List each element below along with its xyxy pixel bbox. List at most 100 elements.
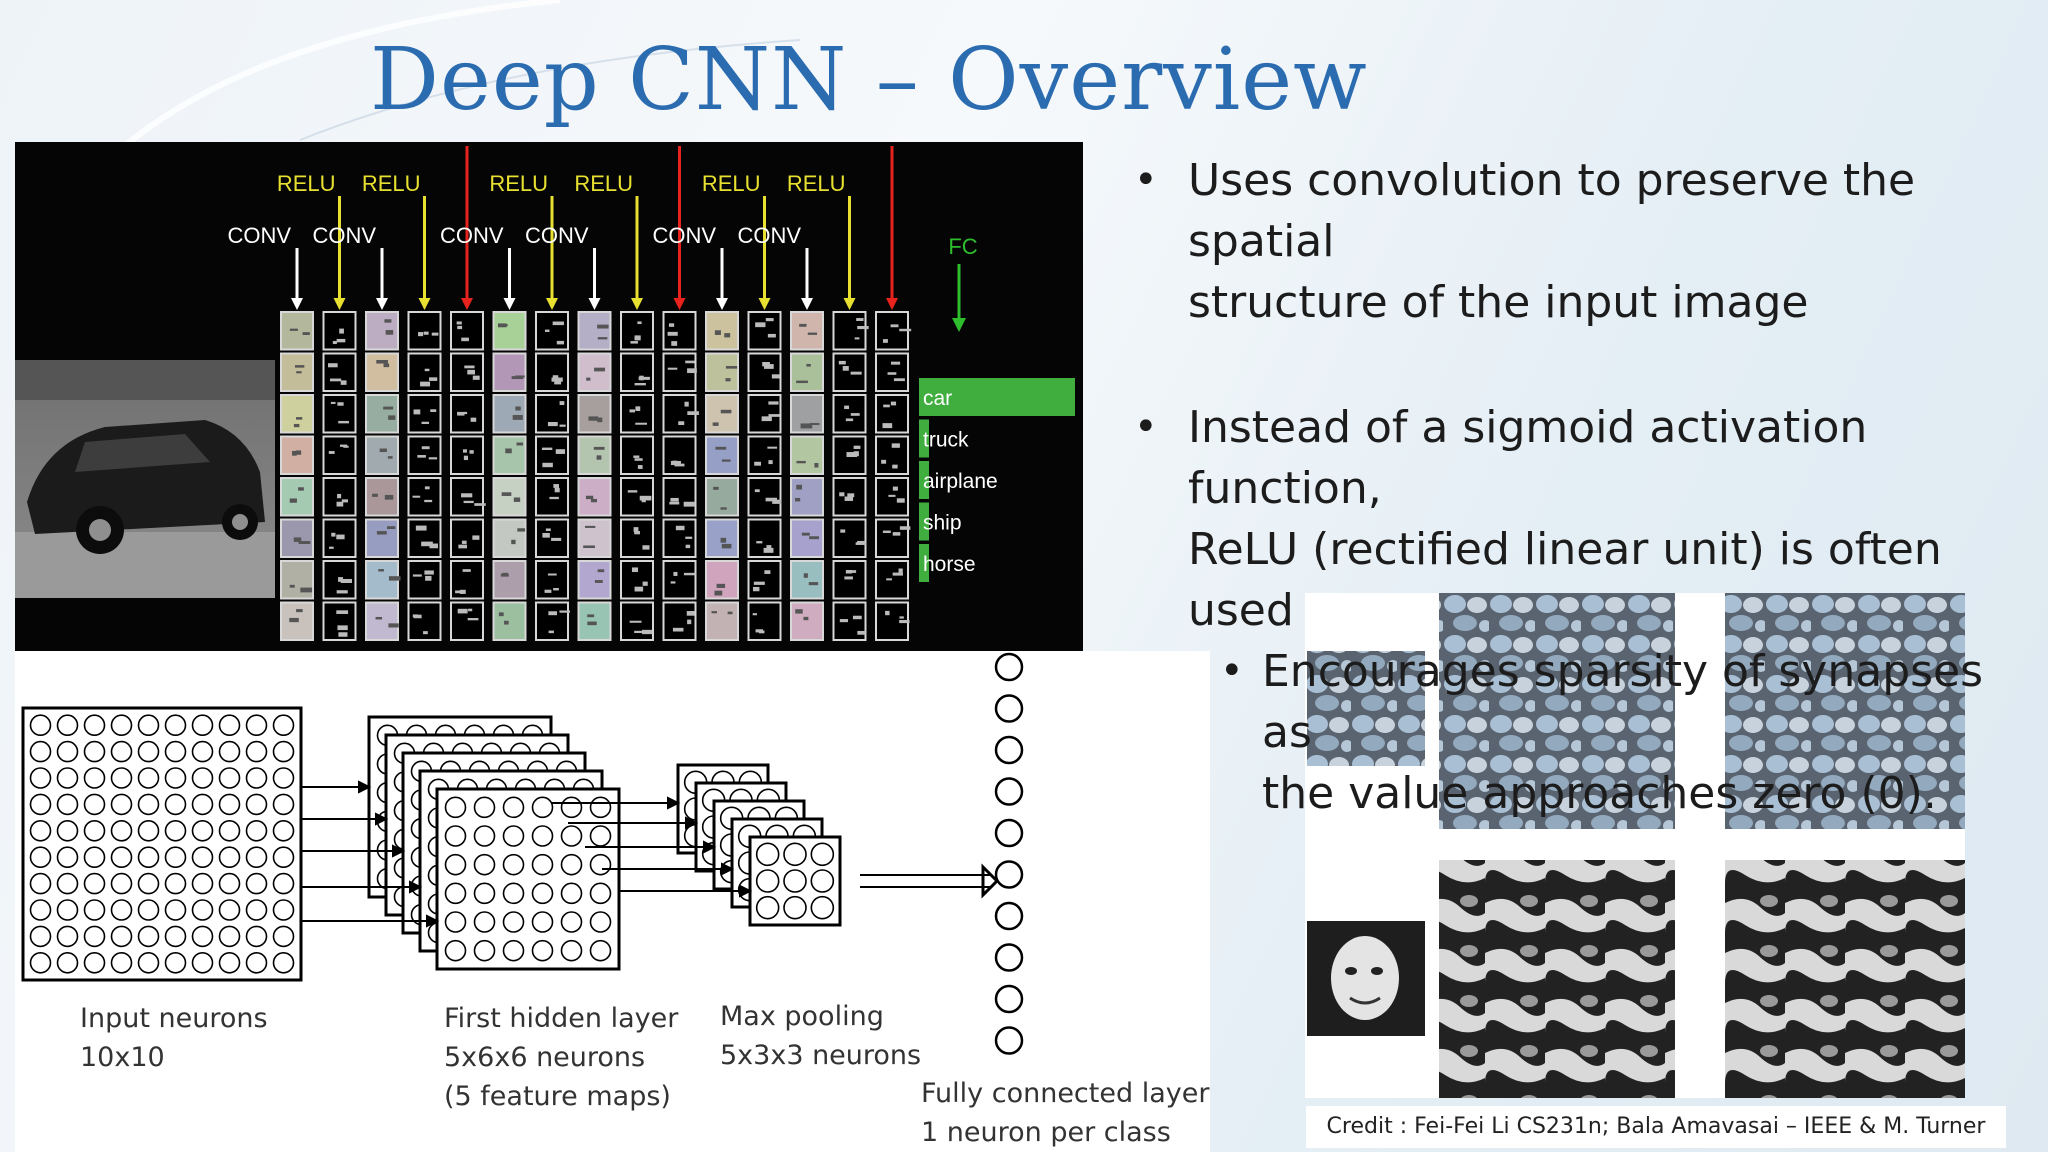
pebble-synthesis-2 [1725,593,1965,829]
class-score: airplane [919,461,998,499]
layer-arrow: CONV [440,223,516,310]
connection-arrow [301,844,406,858]
layer-arrow: CONV [737,223,813,310]
connection-arrow [551,796,681,810]
feature-map-column [832,311,869,641]
face-synthesis-1 [1439,860,1675,1098]
class-label: truck [923,429,969,452]
texture-synthesis-images [1305,593,1965,1098]
bullet-relu: • Instead of a sigmoid activation functi… [1134,402,1942,636]
connection-arrow [602,862,735,876]
bullet-list: • Uses convolution to preserve the spati… [1110,150,2045,824]
output-neuron [994,984,1024,1014]
output-neuron [994,1026,1024,1055]
connection-arrow [301,880,423,894]
subbullet-sparsity: • Encourages sparsity of synapses as the… [1220,646,1984,819]
class-label: car [923,387,952,410]
layer-arrow: CONV [525,223,601,310]
layer-label: CONV [312,223,376,248]
layer-label: POOL [827,142,888,146]
output-neuron [994,735,1024,765]
cnn-figure: CONV RELU CONV RELU POOL CONV RELU CONV RELU POOL… [15,142,1083,651]
feature-map-column [705,311,739,641]
class-score: truck [919,419,969,458]
connection-arrow [301,914,440,928]
layer-arrow: POOL [614,142,686,310]
input-neuron-grid [21,706,303,982]
feature-map-column [365,311,401,641]
layer-arrow: RELU [787,171,856,310]
layer-label: RELU [702,171,761,196]
pebble-source-image [1307,651,1425,766]
layer-label: POOL [402,142,463,146]
output-neuron [994,818,1024,848]
layer-arrow: RELU [489,171,558,310]
layer-arrow: RELU [277,171,346,310]
face-synthesis-2 [1725,860,1965,1098]
layer-label: CONV [652,223,716,248]
feature-map-column [577,311,612,641]
layer-label: RELU [362,171,421,196]
layer-arrow: POOL [827,142,898,310]
feature-map-column [450,311,486,641]
bullet-convolution: • Uses convolution to preserve the spati… [1134,155,1916,328]
layer-label: CONV [227,223,291,248]
class-score: car [919,378,1075,416]
feature-map-column [747,311,782,641]
feature-map-column [662,311,699,641]
fc-connection-arrow [860,863,1000,899]
max-pooling-label: Max pooling 5x3x3 neurons [720,1001,922,1071]
feature-map-column [620,311,654,641]
face-source-image [1307,921,1425,1036]
layer-arrow: RELU [362,171,431,310]
fc-label: FC [948,234,977,259]
layer-label: RELU [787,171,846,196]
hidden-layer-label: First hidden layer 5x6x6 neurons (5 feat… [444,1003,679,1112]
feature-map-column [280,311,314,641]
connection-arrow [585,840,717,854]
layer-label: CONV [440,223,504,248]
layer-label: RELU [574,171,633,196]
connection-arrow [568,816,699,830]
layer-arrow: CONV [312,223,388,310]
layer-label: RELU [489,171,548,196]
car-photo [15,360,275,598]
class-score: horse [919,544,976,582]
output-neuron [994,652,1024,682]
output-neuron [994,694,1024,723]
output-neuron [994,901,1024,931]
feature-map-column [322,311,357,641]
output-neuron [994,943,1024,972]
feature-map-column [492,311,527,641]
class-label: horse [923,553,976,576]
pooled-map [748,835,842,927]
feature-map [435,787,621,971]
layer-label: RELU [277,171,336,196]
fully-connected-label: Fully connected layer 1 neuron per class [921,1078,1210,1148]
class-label: airplane [923,470,998,493]
layer-arrow: POOL [402,142,473,310]
output-neuron [994,777,1024,806]
layer-label: CONV [525,223,589,248]
slide-title: Deep CNN – Overview [370,30,1368,130]
feature-map-column [535,311,571,641]
feature-map-column [407,311,442,641]
feature-map-column [790,311,824,641]
class-score: ship [919,502,962,541]
layer-arrow: RELU [574,171,643,310]
layer-arrow: CONV [227,223,303,310]
pebble-synthesis-1 [1439,593,1675,829]
neural-network-diagram [15,651,1210,1152]
connection-arrow [619,884,753,898]
layer-arrow: CONV [652,223,728,310]
fc-arrow: FC [948,234,978,332]
output-neuron [994,860,1024,889]
layer-label: POOL [614,142,675,146]
input-neurons-label: Input neurons 10x10 [80,1003,268,1073]
layer-arrow: RELU [702,171,771,310]
connection-arrow [301,780,372,794]
feature-map-column [875,311,912,641]
class-label: ship [923,512,962,535]
connection-arrow [301,812,389,826]
